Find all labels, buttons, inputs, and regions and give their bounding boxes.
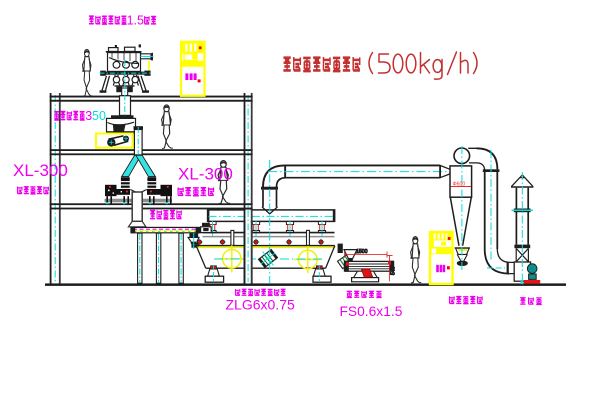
svg-text:540: 540 xyxy=(391,266,397,275)
svg-text:1500: 1500 xyxy=(356,249,368,255)
svg-text:FS0.6x1.5: FS0.6x1.5 xyxy=(340,304,403,319)
svg-text:Φ600: Φ600 xyxy=(453,181,466,187)
svg-text:50: 50 xyxy=(92,109,106,123)
svg-text:3: 3 xyxy=(85,109,92,123)
svg-text:ZLG6x0.75: ZLG6x0.75 xyxy=(226,296,295,312)
svg-text:XL-300: XL-300 xyxy=(178,165,233,184)
svg-text:XL-300: XL-300 xyxy=(13,161,68,180)
svg-text:1.5: 1.5 xyxy=(127,14,144,28)
